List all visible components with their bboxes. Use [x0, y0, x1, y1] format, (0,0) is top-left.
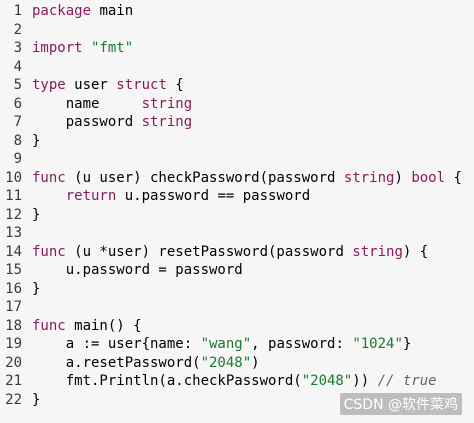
code-line: 8} — [0, 132, 474, 151]
code-line: 5 type user struct { — [0, 76, 474, 95]
code-line: 22} — [0, 391, 474, 410]
code-line: 13 — [0, 224, 474, 243]
code-text: } — [32, 206, 41, 223]
code-line: 19 a := user{name: "wang", password: "10… — [0, 335, 474, 354]
code-text: name string — [32, 95, 193, 112]
code-line: 20 a.resetPassword("2048") — [0, 354, 474, 373]
code-text: password string — [32, 114, 193, 130]
code-line: 15 u.password = password — [0, 261, 474, 280]
code-line: 11 return u.password == password — [0, 187, 474, 206]
code-line: 7 password string — [0, 113, 474, 132]
code-line: 3 import "fmt" — [0, 39, 474, 58]
line-number: 11 — [5, 188, 22, 204]
line-number: 10 — [5, 169, 22, 186]
line-number: 15 — [5, 262, 22, 278]
code-text: } — [32, 132, 41, 149]
code-text: func (u user) checkPassword(password str… — [32, 169, 462, 186]
code-line: 17 — [0, 298, 474, 317]
code-text: func main() { — [32, 317, 142, 334]
code-line: 18 func main() { — [0, 317, 474, 336]
code-text: return u.password == password — [65, 188, 311, 204]
line-number: 21 — [5, 373, 22, 389]
code-line: 2 — [0, 21, 474, 40]
code-line: 12} — [0, 206, 474, 225]
line-number: 16 — [5, 280, 22, 297]
code-line: 21 fmt.Println(a.checkPassword("2048")) … — [0, 372, 474, 391]
line-number: 4 — [13, 58, 22, 75]
line-number: 9 — [13, 151, 22, 167]
code-text: type user struct { — [32, 77, 184, 93]
line-number: 18 — [5, 317, 22, 334]
line-number: 1 — [13, 3, 22, 19]
code-text: a := user{name: "wang", password: "1024"… — [32, 336, 412, 352]
code-text: } — [32, 391, 41, 408]
line-number: 12 — [5, 206, 22, 223]
line-number: 17 — [5, 299, 22, 315]
code-line: 16} — [0, 280, 474, 299]
code-text: u.password = password — [32, 262, 243, 278]
code-line: 4 — [0, 58, 474, 77]
line-number: 6 — [13, 95, 22, 112]
code-line: 6 name string — [0, 95, 474, 114]
line-number: 3 — [13, 40, 22, 56]
code-text: func (u *user) resetPassword(password st… — [32, 243, 429, 260]
line-number: 14 — [5, 243, 22, 260]
line-number: 22 — [5, 391, 22, 408]
watermark: CSDN @软件菜鸡 — [339, 393, 462, 415]
code-text: package main — [32, 3, 134, 19]
code-line: 9 — [0, 150, 474, 169]
code-text: fmt.Println(a.checkPassword("2048")) // … — [32, 373, 437, 389]
line-number: 8 — [13, 132, 22, 149]
line-number: 2 — [13, 21, 22, 38]
line-number: 5 — [13, 77, 22, 93]
code-line: 14 func (u *user) resetPassword(password … — [0, 243, 474, 262]
code-text: } — [32, 280, 41, 297]
code-text: a.resetPassword("2048") — [32, 354, 260, 371]
line-number: 7 — [13, 114, 22, 130]
line-number: 20 — [5, 354, 22, 371]
code-line: 10 func (u user) checkPassword(password s… — [0, 169, 474, 188]
line-number: 13 — [5, 225, 22, 241]
code-text: import "fmt" — [32, 40, 134, 56]
code-line: 1 package main — [0, 2, 474, 21]
line-number: 19 — [5, 336, 22, 352]
